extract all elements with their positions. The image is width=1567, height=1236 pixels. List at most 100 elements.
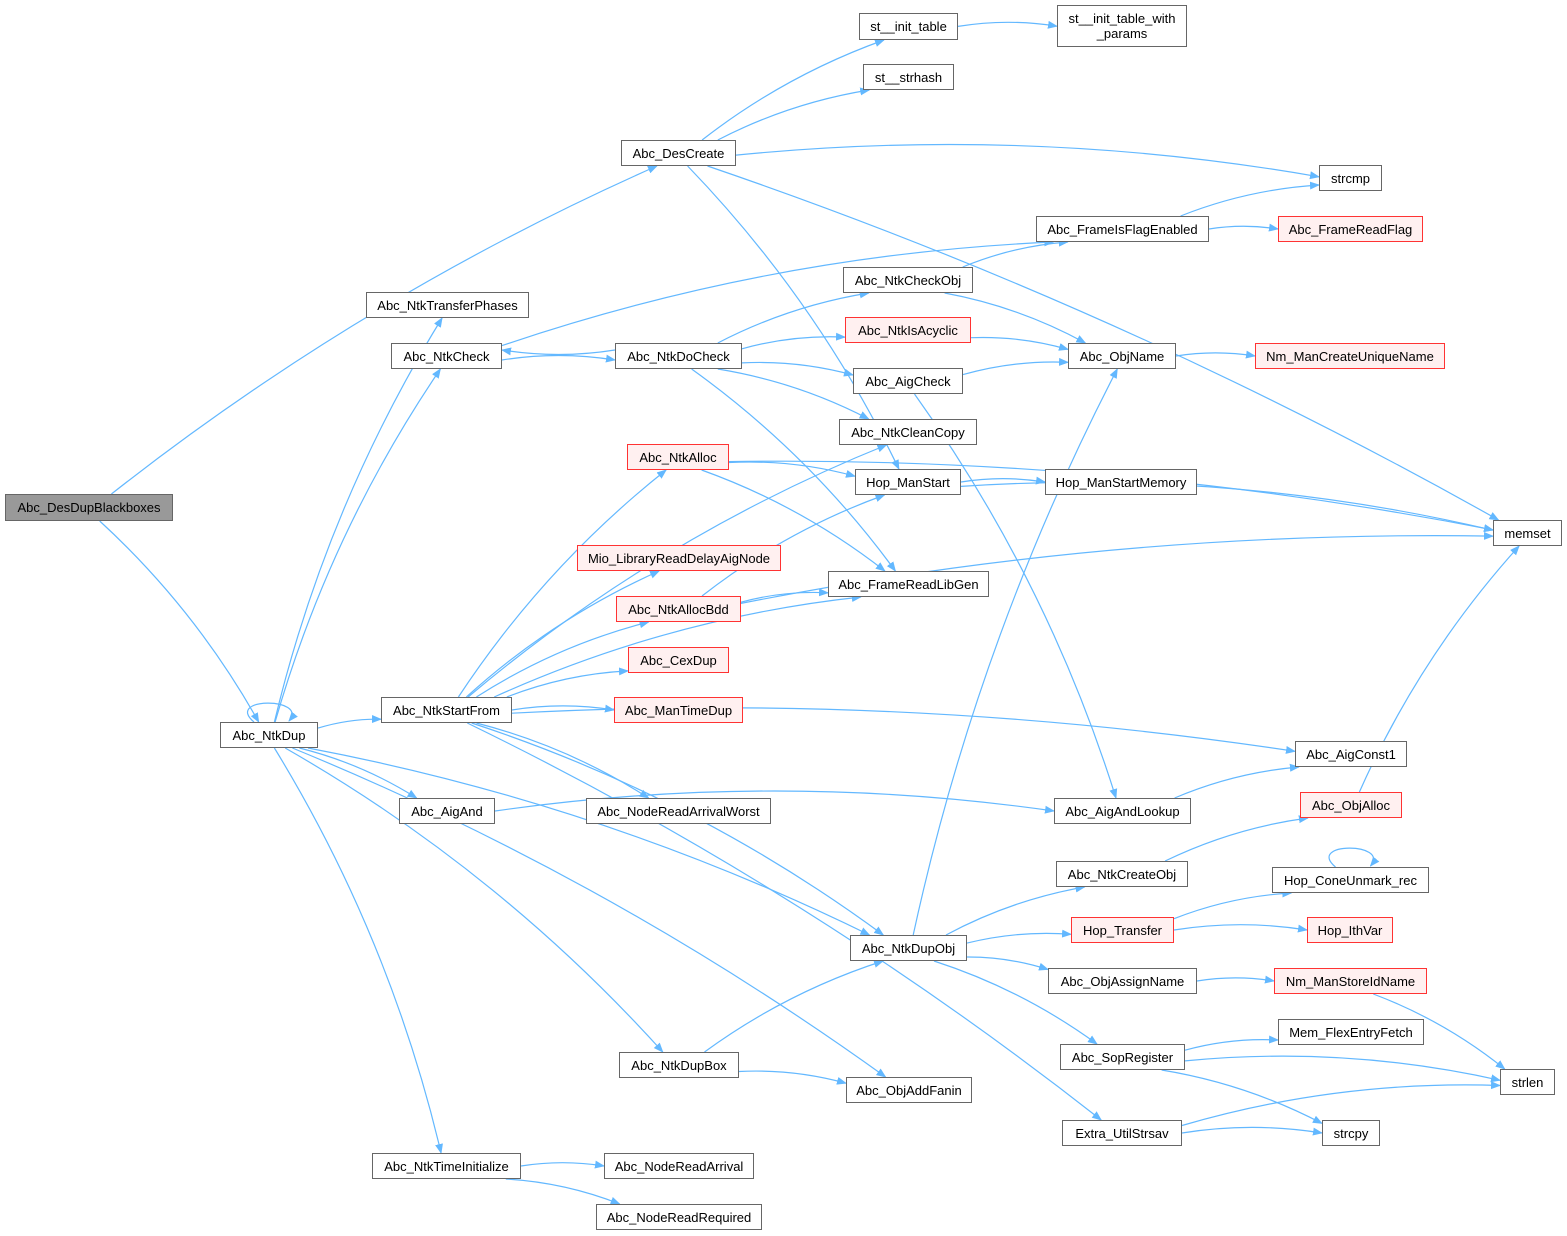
node-hop-cone-unmark[interactable]: Hop_ConeUnmark_rec [1272, 867, 1429, 893]
edge-ntk-dup-obj-to-hop-transfer [966, 929, 1072, 944]
node-obj-assign-name[interactable]: Abc_ObjAssignName [1048, 968, 1197, 994]
node-hop-man-start-memory[interactable]: Hop_ManStartMemory [1045, 469, 1197, 495]
node-obj-name[interactable]: Abc_ObjName [1068, 343, 1176, 369]
edge-ntk-alloc-to-frame-read-lib-gen [701, 469, 886, 572]
node-obj-alloc[interactable]: Abc_ObjAlloc [1300, 792, 1402, 818]
edge-ntk-alloc-to-hop-man-start [728, 461, 856, 478]
edge-ntk-dup-to-ntk-dup [246, 702, 298, 723]
node-strcpy[interactable]: strcpy [1322, 1120, 1380, 1146]
node-ntk-clean-copy[interactable]: Abc_NtkCleanCopy [839, 419, 977, 445]
edge-ntk-dup-obj-to-ntk-create-obj [945, 884, 1086, 936]
edge-ntk-check-to-frame-is-flag-enabled [501, 238, 1055, 347]
edge-ntk-create-obj-to-obj-alloc [1164, 815, 1309, 862]
node-des-dup-blackboxes: Abc_DesDupBlackboxes [5, 494, 173, 521]
edge-ntk-do-check-to-aig-check [741, 361, 854, 377]
node-ntk-dup-obj[interactable]: Abc_NtkDupObj [850, 935, 967, 961]
node-mio-lib[interactable]: Mio_LibraryReadDelayAigNode [577, 545, 781, 571]
edge-aig-and-to-aig-and-lookup [494, 790, 1055, 814]
node-obj-add-fanin[interactable]: Abc_ObjAddFanin [846, 1077, 972, 1103]
node-aig-const1[interactable]: Abc_AigConst1 [1295, 741, 1407, 767]
node-ntk-alloc-bdd[interactable]: Abc_NtkAllocBdd [616, 596, 741, 622]
node-man-time-dup[interactable]: Abc_ManTimeDup [614, 697, 743, 723]
edge-ntk-start-from-to-ntk-alloc-bdd [476, 620, 650, 698]
node-strcmp[interactable]: strcmp [1319, 165, 1382, 191]
edge-ntk-dup-to-ntk-dup-obj [307, 747, 871, 936]
edge-ntk-dup-to-obj-add-fanin [292, 747, 887, 1078]
edge-hop-man-start-to-hop-man-start-memory [960, 476, 1046, 485]
edge-ntk-dup-to-ntk-transfer-phases [273, 317, 443, 723]
edge-ntk-dup-box-to-obj-add-fanin [738, 1070, 847, 1085]
node-ntk-check-obj[interactable]: Abc_NtkCheckObj [843, 267, 973, 293]
node-st-strhash[interactable]: st__strhash [863, 64, 954, 90]
edge-ntk-do-check-to-frame-read-lib-gen [691, 368, 896, 572]
node-ntk-dup-box[interactable]: Abc_NtkDupBox [619, 1052, 739, 1078]
edge-ntk-dup-to-ntk-dup-box [284, 747, 664, 1053]
node-node-read-arrival-worst[interactable]: Abc_NodeReadArrivalWorst [586, 798, 771, 824]
node-ntk-is-acyclic[interactable]: Abc_NtkIsAcyclic [845, 317, 971, 343]
edge-ntk-check-to-ntk-do-check [501, 354, 616, 363]
node-mem-flex-entry-fetch[interactable]: Mem_FlexEntryFetch [1278, 1019, 1424, 1045]
node-ntk-check[interactable]: Abc_NtkCheck [391, 343, 502, 369]
node-ntk-create-obj[interactable]: Abc_NtkCreateObj [1056, 861, 1188, 887]
edge-ntk-dup-box-to-ntk-dup-obj [704, 959, 884, 1053]
node-nm-man-store-id-name[interactable]: Nm_ManStoreIdName [1274, 968, 1427, 994]
edge-extra-util-strsav-to-strcpy [1181, 1126, 1323, 1136]
node-st-init-table[interactable]: st__init_table [859, 13, 958, 40]
node-ntk-do-check[interactable]: Abc_NtkDoCheck [615, 343, 742, 369]
node-nm-man-create-unique-name[interactable]: Nm_ManCreateUniqueName [1255, 343, 1445, 369]
node-aig-check[interactable]: Abc_AigCheck [853, 368, 963, 394]
node-aig-and-lookup[interactable]: Abc_AigAndLookup [1054, 798, 1191, 824]
node-cex-dup[interactable]: Abc_CexDup [628, 647, 729, 673]
edge-des-create-to-st-strhash [717, 87, 871, 141]
edge-des-create-to-st-init-table [701, 39, 885, 141]
edge-ntk-start-from-to-mio-lib [465, 570, 661, 698]
edge-aig-check-to-obj-name [962, 357, 1069, 376]
edge-des-dup-blackboxes-to-ntk-dup [99, 520, 260, 723]
edge-frame-is-flag-enabled-to-strcmp [1180, 181, 1320, 217]
edge-ntk-dup-to-ntk-start-from [317, 715, 382, 729]
edge-ntk-dup-to-aig-and [299, 747, 418, 799]
node-ntk-time-initialize[interactable]: Abc_NtkTimeInitialize [372, 1153, 521, 1179]
node-ntk-transfer-phases[interactable]: Abc_NtkTransferPhases [366, 292, 529, 318]
node-ntk-start-from[interactable]: Abc_NtkStartFrom [381, 697, 512, 723]
node-frame-read-lib-gen[interactable]: Abc_FrameReadLibGen [828, 571, 989, 597]
node-extra-util-strsav[interactable]: Extra_UtilStrsav [1062, 1120, 1182, 1146]
node-frame-is-flag-enabled[interactable]: Abc_FrameIsFlagEnabled [1036, 216, 1209, 242]
edge-ntk-start-from-to-frame-read-lib-gen [493, 593, 862, 698]
edge-des-create-to-memset [707, 165, 1500, 521]
node-node-read-arrival[interactable]: Abc_NodeReadArrival [604, 1153, 754, 1179]
edge-ntk-start-from-to-man-time-dup [511, 704, 615, 713]
edge-aig-and-lookup-to-aig-const1 [1174, 763, 1300, 799]
edge-sop-register-to-strcpy [1161, 1069, 1323, 1124]
node-hop-man-start[interactable]: Hop_ManStart [855, 469, 961, 495]
node-memset[interactable]: memset [1493, 520, 1562, 546]
edge-obj-name-to-nm-man-create-unique-name [1175, 350, 1256, 359]
edge-des-create-to-strcmp [735, 143, 1320, 180]
edge-sop-register-to-strlen [1184, 1055, 1501, 1083]
node-aig-and[interactable]: Abc_AigAnd [399, 798, 495, 824]
edge-ntk-check-obj-to-obj-name [944, 292, 1087, 344]
edge-ntk-dup-to-ntk-time-initialize [273, 747, 443, 1154]
node-hop-transfer[interactable]: Hop_Transfer [1071, 917, 1174, 943]
node-node-read-required[interactable]: Abc_NodeReadRequired [596, 1204, 762, 1230]
edge-ntk-dup-obj-to-obj-assign-name [966, 956, 1049, 971]
edge-aig-check-to-aig-and-lookup [914, 393, 1118, 799]
edge-hop-transfer-to-hop-ith-var [1173, 924, 1308, 933]
node-st-init-table-wp[interactable]: st__init_table_with _params [1057, 5, 1187, 47]
node-des-create[interactable]: Abc_DesCreate [621, 140, 736, 166]
edge-hop-cone-unmark-to-hop-cone-unmark [1328, 847, 1380, 868]
edge-ntk-alloc-bdd-to-frame-read-lib-gen [740, 588, 829, 603]
node-ntk-dup[interactable]: Abc_NtkDup [220, 722, 318, 748]
node-sop-register[interactable]: Abc_SopRegister [1060, 1044, 1185, 1070]
node-ntk-alloc[interactable]: Abc_NtkAlloc [627, 444, 729, 470]
node-strlen[interactable]: strlen [1500, 1069, 1555, 1095]
edge-hop-man-start-to-memset [960, 481, 1494, 533]
edge-ntk-start-from-to-cex-dup [506, 667, 629, 698]
node-frame-read-flag[interactable]: Abc_FrameReadFlag [1278, 216, 1423, 242]
node-hop-ith-var[interactable]: Hop_IthVar [1307, 917, 1393, 943]
edge-ntk-check-obj-to-frame-is-flag-enabled [962, 238, 1069, 268]
edge-hop-transfer-to-hop-cone-unmark [1173, 889, 1293, 920]
edge-extra-util-strsav-to-strlen [1181, 1081, 1501, 1127]
